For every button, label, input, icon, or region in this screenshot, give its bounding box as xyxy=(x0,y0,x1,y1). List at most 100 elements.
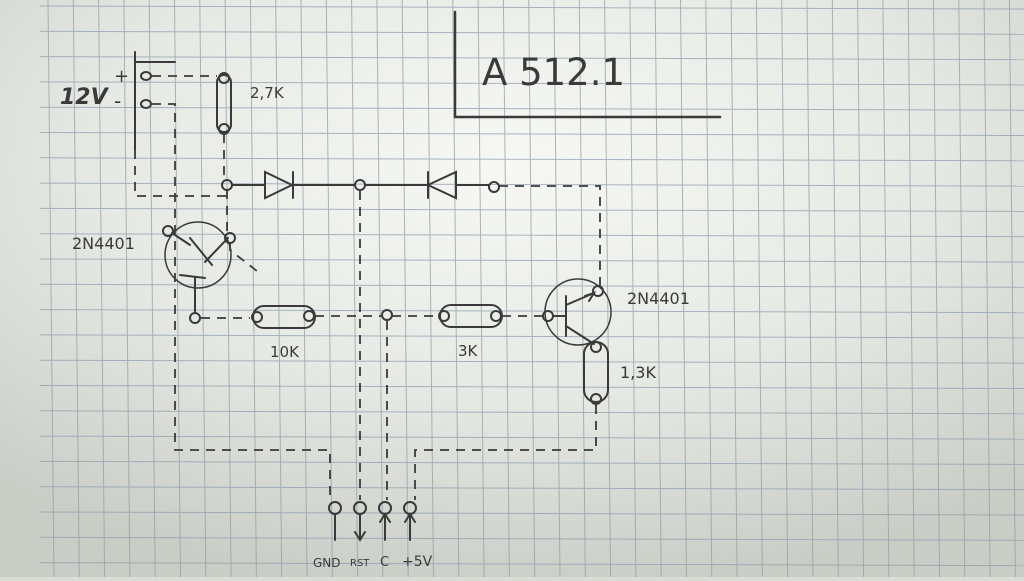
supply-minus-terminal xyxy=(140,99,152,109)
grid-line-horizontal xyxy=(39,460,1024,465)
grid-line-vertical xyxy=(72,0,80,578)
terminal-gnd-label: GND xyxy=(313,556,341,570)
grid-line-vertical xyxy=(831,0,839,578)
grid-line-horizontal xyxy=(39,309,1024,314)
grid-line-horizontal xyxy=(39,283,1024,288)
grid-line-vertical xyxy=(604,0,612,578)
grid-line-vertical xyxy=(477,0,485,578)
grid-line-vertical xyxy=(882,0,890,578)
grid-line-vertical xyxy=(502,0,510,578)
node xyxy=(592,285,604,297)
grid-line-vertical xyxy=(148,0,156,578)
grid-line-vertical xyxy=(249,0,257,578)
grid-line-vertical xyxy=(528,0,536,578)
grid-line-vertical xyxy=(47,0,55,578)
grid-line-vertical xyxy=(224,0,232,578)
resistor-10k-label: 10K xyxy=(270,343,300,361)
grid-line-vertical xyxy=(123,0,131,578)
supply-bracket xyxy=(134,51,176,151)
grid-line-vertical xyxy=(705,0,713,578)
node xyxy=(251,311,263,323)
resistor-2k7-label: 2,7K xyxy=(250,84,285,102)
grid-line-horizontal xyxy=(39,5,1024,10)
dashed-wires xyxy=(134,75,601,500)
node xyxy=(381,309,393,321)
grid-line-horizontal xyxy=(39,157,1024,162)
grid-line-horizontal xyxy=(39,81,1024,86)
supply-plus-terminal xyxy=(140,71,152,81)
transistor-right-label: 2N4401 xyxy=(627,289,690,308)
grid-line-horizontal xyxy=(39,182,1024,187)
node xyxy=(490,310,502,322)
grid-line-vertical xyxy=(376,0,384,578)
grid-line-horizontal xyxy=(39,385,1024,389)
node xyxy=(162,225,174,237)
grid-line-horizontal xyxy=(39,106,1024,111)
grid-line-vertical xyxy=(1008,0,1016,578)
grid-line-horizontal xyxy=(39,233,1024,238)
title-box xyxy=(453,10,722,119)
transistor-left xyxy=(164,221,232,289)
grid-line-vertical xyxy=(98,0,106,578)
grid-line-vertical xyxy=(199,0,207,578)
grid-line-vertical xyxy=(806,0,814,578)
diode-left xyxy=(231,170,356,200)
grid-line-horizontal xyxy=(39,334,1024,339)
diode-right xyxy=(364,170,490,200)
grid-line-horizontal xyxy=(39,132,1024,136)
terminal-arrows xyxy=(334,512,416,542)
node xyxy=(438,310,450,322)
grid-line-vertical xyxy=(578,0,586,578)
grid-line-vertical xyxy=(275,0,283,578)
grid-line-vertical xyxy=(755,0,763,578)
grid-line-vertical xyxy=(174,0,181,578)
transistor-right xyxy=(544,278,612,346)
grid-line-horizontal xyxy=(39,258,1024,263)
grid-line-vertical xyxy=(300,0,308,578)
node xyxy=(488,181,500,193)
node xyxy=(303,310,315,322)
grid-line-vertical xyxy=(401,0,409,578)
grid-line-horizontal xyxy=(39,207,1024,212)
grid-line-vertical xyxy=(680,0,687,578)
grid-line-horizontal xyxy=(39,536,1024,541)
grid-line-vertical xyxy=(730,0,738,578)
title-label: A 512.1 xyxy=(482,51,625,94)
node xyxy=(218,72,230,84)
grid-line-vertical xyxy=(654,0,662,578)
grid-line-horizontal xyxy=(39,486,1024,491)
grid-line-horizontal xyxy=(39,359,1024,364)
grid-lines xyxy=(39,0,1024,578)
supply-minus-label: - xyxy=(114,89,121,113)
terminal-5v-label: +5V xyxy=(402,554,433,570)
node xyxy=(590,341,602,353)
grid-line-horizontal xyxy=(39,562,1024,567)
transistor-left-leads xyxy=(171,232,229,313)
resistor-3k-label: 3K xyxy=(458,342,479,360)
supply-plus-label: + xyxy=(114,66,129,87)
grid-line-horizontal xyxy=(39,30,1024,35)
grid-line-horizontal xyxy=(39,410,1024,415)
grid-line-vertical xyxy=(907,0,915,578)
grid-line-vertical xyxy=(933,0,940,578)
transistor-left-label: 2N4401 xyxy=(72,234,135,253)
resistor-1k3-label: 1,3K xyxy=(620,363,656,382)
grid-line-vertical xyxy=(351,0,359,578)
grid-line-horizontal xyxy=(39,511,1024,516)
grid-line-horizontal xyxy=(39,56,1024,61)
grid-line-vertical xyxy=(781,0,789,578)
grid-line-vertical xyxy=(857,0,865,578)
terminal-rst-label: RST xyxy=(350,558,370,569)
grid-line-vertical xyxy=(958,0,966,578)
grid-line-vertical xyxy=(553,0,561,578)
grid-line-horizontal xyxy=(39,435,1024,440)
grid-line-vertical xyxy=(629,0,637,578)
node xyxy=(590,393,602,405)
grid-line-vertical xyxy=(427,0,434,578)
resistor-2k7 xyxy=(216,74,232,133)
grid-line-vertical xyxy=(325,0,333,578)
node xyxy=(189,312,201,324)
